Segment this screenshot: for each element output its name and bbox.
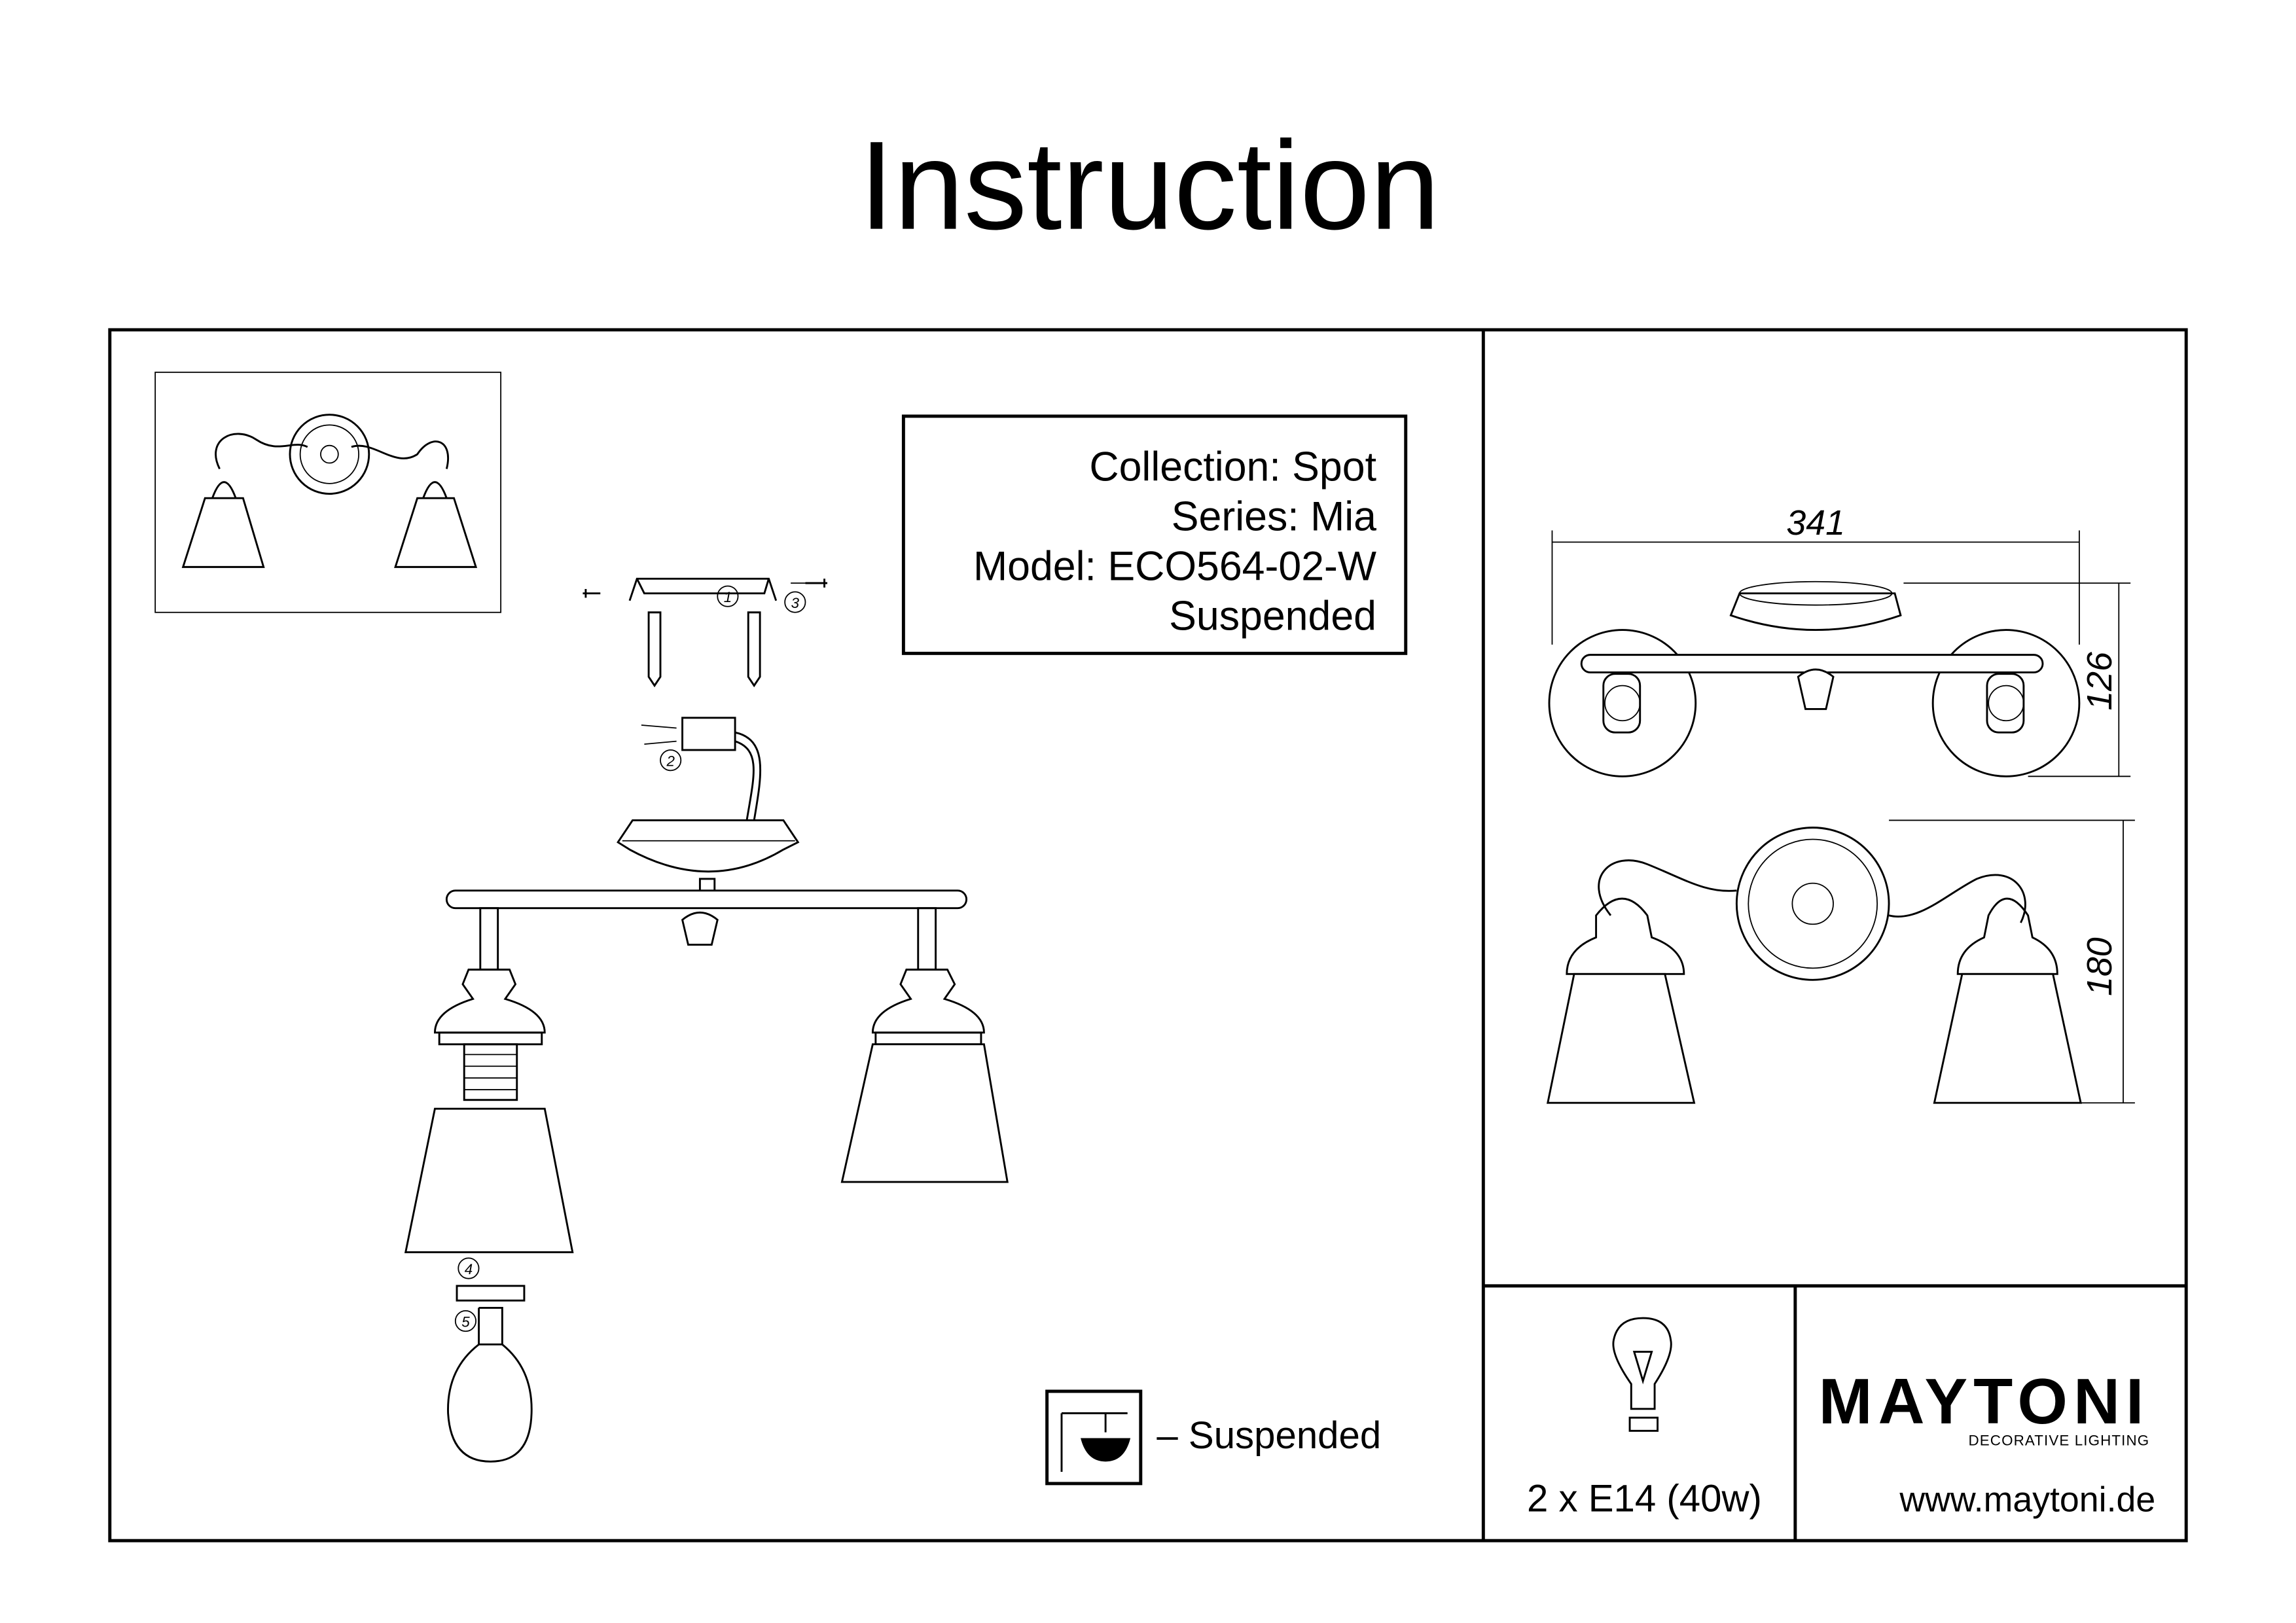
top-view-drawing: 341 126 xyxy=(1548,503,2131,777)
callout-1: 1 xyxy=(724,589,732,605)
screw-icon xyxy=(583,588,601,598)
dimension-depth: 126 xyxy=(2080,652,2119,711)
screw-icon xyxy=(805,579,828,588)
dimension-width: 341 xyxy=(1786,503,1845,543)
callout-3: 3 xyxy=(791,595,800,611)
maytoni-logo: MAYTONI xyxy=(1819,1365,2150,1437)
canopy xyxy=(617,819,800,873)
bulb-spec-label: 2 x E14 (40w) xyxy=(1527,1477,1762,1520)
series-label: Series: Mia xyxy=(1172,493,1376,539)
suspended-label: – Suspended xyxy=(1157,1414,1381,1457)
shade-ring xyxy=(456,1285,526,1302)
anchor-screw xyxy=(747,611,761,688)
type-label: Suspended xyxy=(1169,594,1376,639)
sheet-frame xyxy=(108,328,2188,1543)
decorative-finial xyxy=(681,912,719,946)
suspended-legend: – Suspended xyxy=(1045,1389,1381,1486)
callout-2: 2 xyxy=(666,753,675,770)
model-label: Model: ECO564-02-W xyxy=(973,544,1376,590)
arm-bar xyxy=(445,889,968,910)
callout-4: 4 xyxy=(465,1261,473,1277)
page-title: Instruction xyxy=(859,115,1440,256)
lamp-holder-left xyxy=(434,969,546,1034)
brand-block: MAYTONI DECORATIVE LIGHTING www.maytoni.… xyxy=(1819,1365,2156,1519)
light-bulb xyxy=(447,1343,533,1463)
light-bulb-icon xyxy=(1612,1317,1672,1432)
assembly-diagram: 1 3 2 4 5 xyxy=(404,577,1009,1463)
shade-left xyxy=(404,1107,574,1253)
anchor-screw xyxy=(647,611,662,688)
shade-right xyxy=(840,1043,1009,1183)
dimension-height: 180 xyxy=(2080,937,2119,996)
product-info-box: Collection: Spot Series: Mia Model: ECO5… xyxy=(901,414,1408,655)
product-thumbnail xyxy=(154,371,502,613)
terminal-block xyxy=(681,717,736,751)
suspended-mount-icon xyxy=(1045,1389,1143,1486)
collection-label: Collection: Spot xyxy=(1089,444,1376,490)
callout-5: 5 xyxy=(461,1314,470,1330)
lamp-holder-right xyxy=(871,969,985,1034)
front-view-drawing: 180 xyxy=(1546,819,2135,1104)
mounting-bracket xyxy=(628,577,778,601)
website-link[interactable]: www.maytoni.de xyxy=(1899,1480,2155,1519)
bulb-spec: 2 x E14 (40w) xyxy=(1527,1317,1762,1520)
brand-tagline: DECORATIVE LIGHTING xyxy=(1969,1433,2150,1449)
